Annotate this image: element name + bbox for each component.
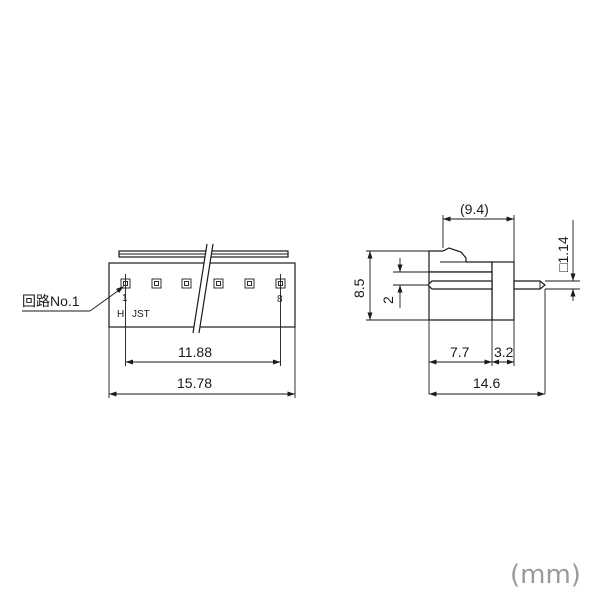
dimension-8-5-label: 8.5 [351, 278, 367, 298]
unit-label: (mm) [510, 560, 581, 590]
front-view: 1 8 H JST 回路No.1 11.88 15.78 [22, 243, 296, 398]
circuit-no1-callout: 回路No.1 [22, 286, 124, 312]
break-lines [192, 243, 214, 334]
marking-h: H [117, 309, 124, 320]
contact-pin [427, 280, 493, 290]
circuit-no1-label: 回路No.1 [22, 293, 80, 309]
dimension-14-6-label: 14.6 [473, 375, 500, 391]
dimension-9-4: (9.4) [442, 201, 515, 262]
dimension-7-7-label: 7.7 [450, 344, 470, 360]
dimension-11-88-label: 11.88 [178, 344, 212, 360]
dimension-7-7: 7.7 [429, 344, 492, 365]
cavity-5 [244, 278, 255, 289]
dimension-3-2: 3.2 [492, 344, 514, 365]
marking-jst: JST [132, 309, 150, 320]
flange [491, 261, 515, 321]
dimension-15-78-label: 15.78 [177, 375, 212, 391]
contact-pin-tail [513, 280, 546, 290]
top-rail [118, 250, 289, 258]
cavity-2 [151, 278, 162, 289]
cavity-3 [181, 278, 192, 289]
dimension-2: 2 [380, 258, 432, 308]
housing-side [428, 247, 493, 273]
dimension-1-14: □1.14 [545, 220, 580, 301]
dimension-1-14-label: □1.14 [555, 236, 571, 272]
dimension-11-88: 11.88 [125, 344, 281, 365]
pin-number-8: 8 [277, 294, 283, 305]
dimension-8-5: 8.5 [351, 250, 443, 321]
terminal-cavities [120, 278, 286, 289]
dimension-3-2-label: 3.2 [494, 344, 514, 360]
dimension-14-6: 14.6 [429, 375, 545, 397]
side-view: (9.4) 8.5 2 □1. [351, 201, 580, 397]
dimension-2-label: 2 [380, 296, 396, 304]
dimension-15-78: 15.78 [109, 375, 295, 397]
cavity-4 [213, 278, 224, 289]
housing-lower [428, 271, 493, 321]
pin-number-1: 1 [122, 293, 128, 304]
dimension-9-4-label: (9.4) [460, 201, 489, 217]
